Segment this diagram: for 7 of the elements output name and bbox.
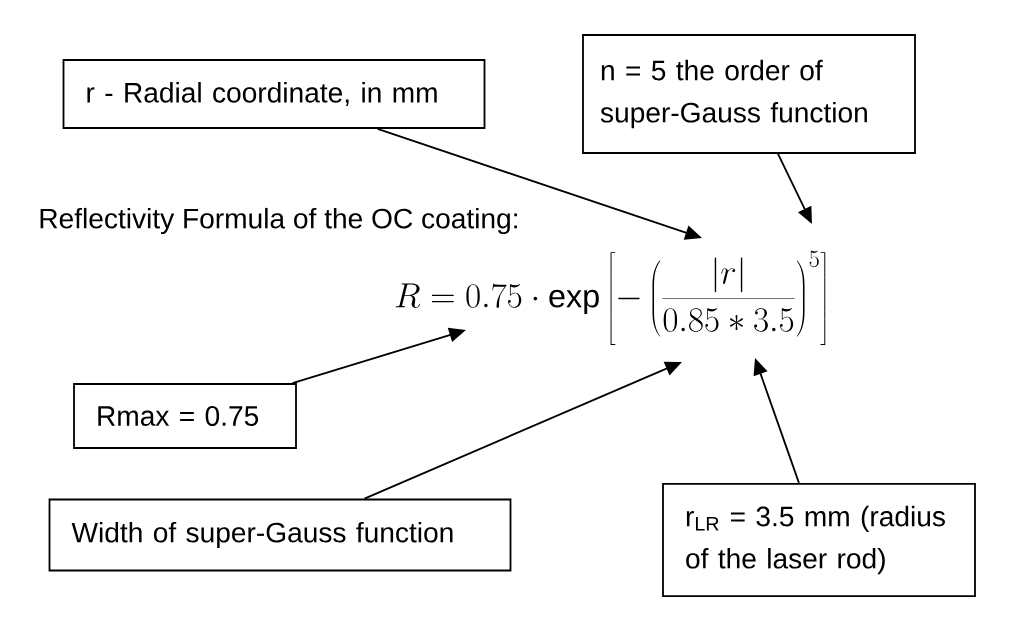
text-box: Width of super-Gauss function bbox=[48, 498, 512, 572]
text-box: n = 5 the order of super-Gauss function bbox=[582, 34, 916, 154]
text-box: r$_{LR}$ = 3.5 mm (radius of the laser rod) bbox=[662, 482, 976, 598]
text-box: r - Radial coordinate, in mm bbox=[62, 59, 486, 129]
formula: $R = 0.75 \cdot \exp\left[-\left(\frac{|r|}{0.85*3.5}\right)^{5}\right]$ bbox=[395, 250, 826, 345]
heading-text: Reflectivity Formula of the OC coating: bbox=[40, 207, 517, 235]
text-box: Rmax = 0.75 bbox=[73, 383, 297, 449]
